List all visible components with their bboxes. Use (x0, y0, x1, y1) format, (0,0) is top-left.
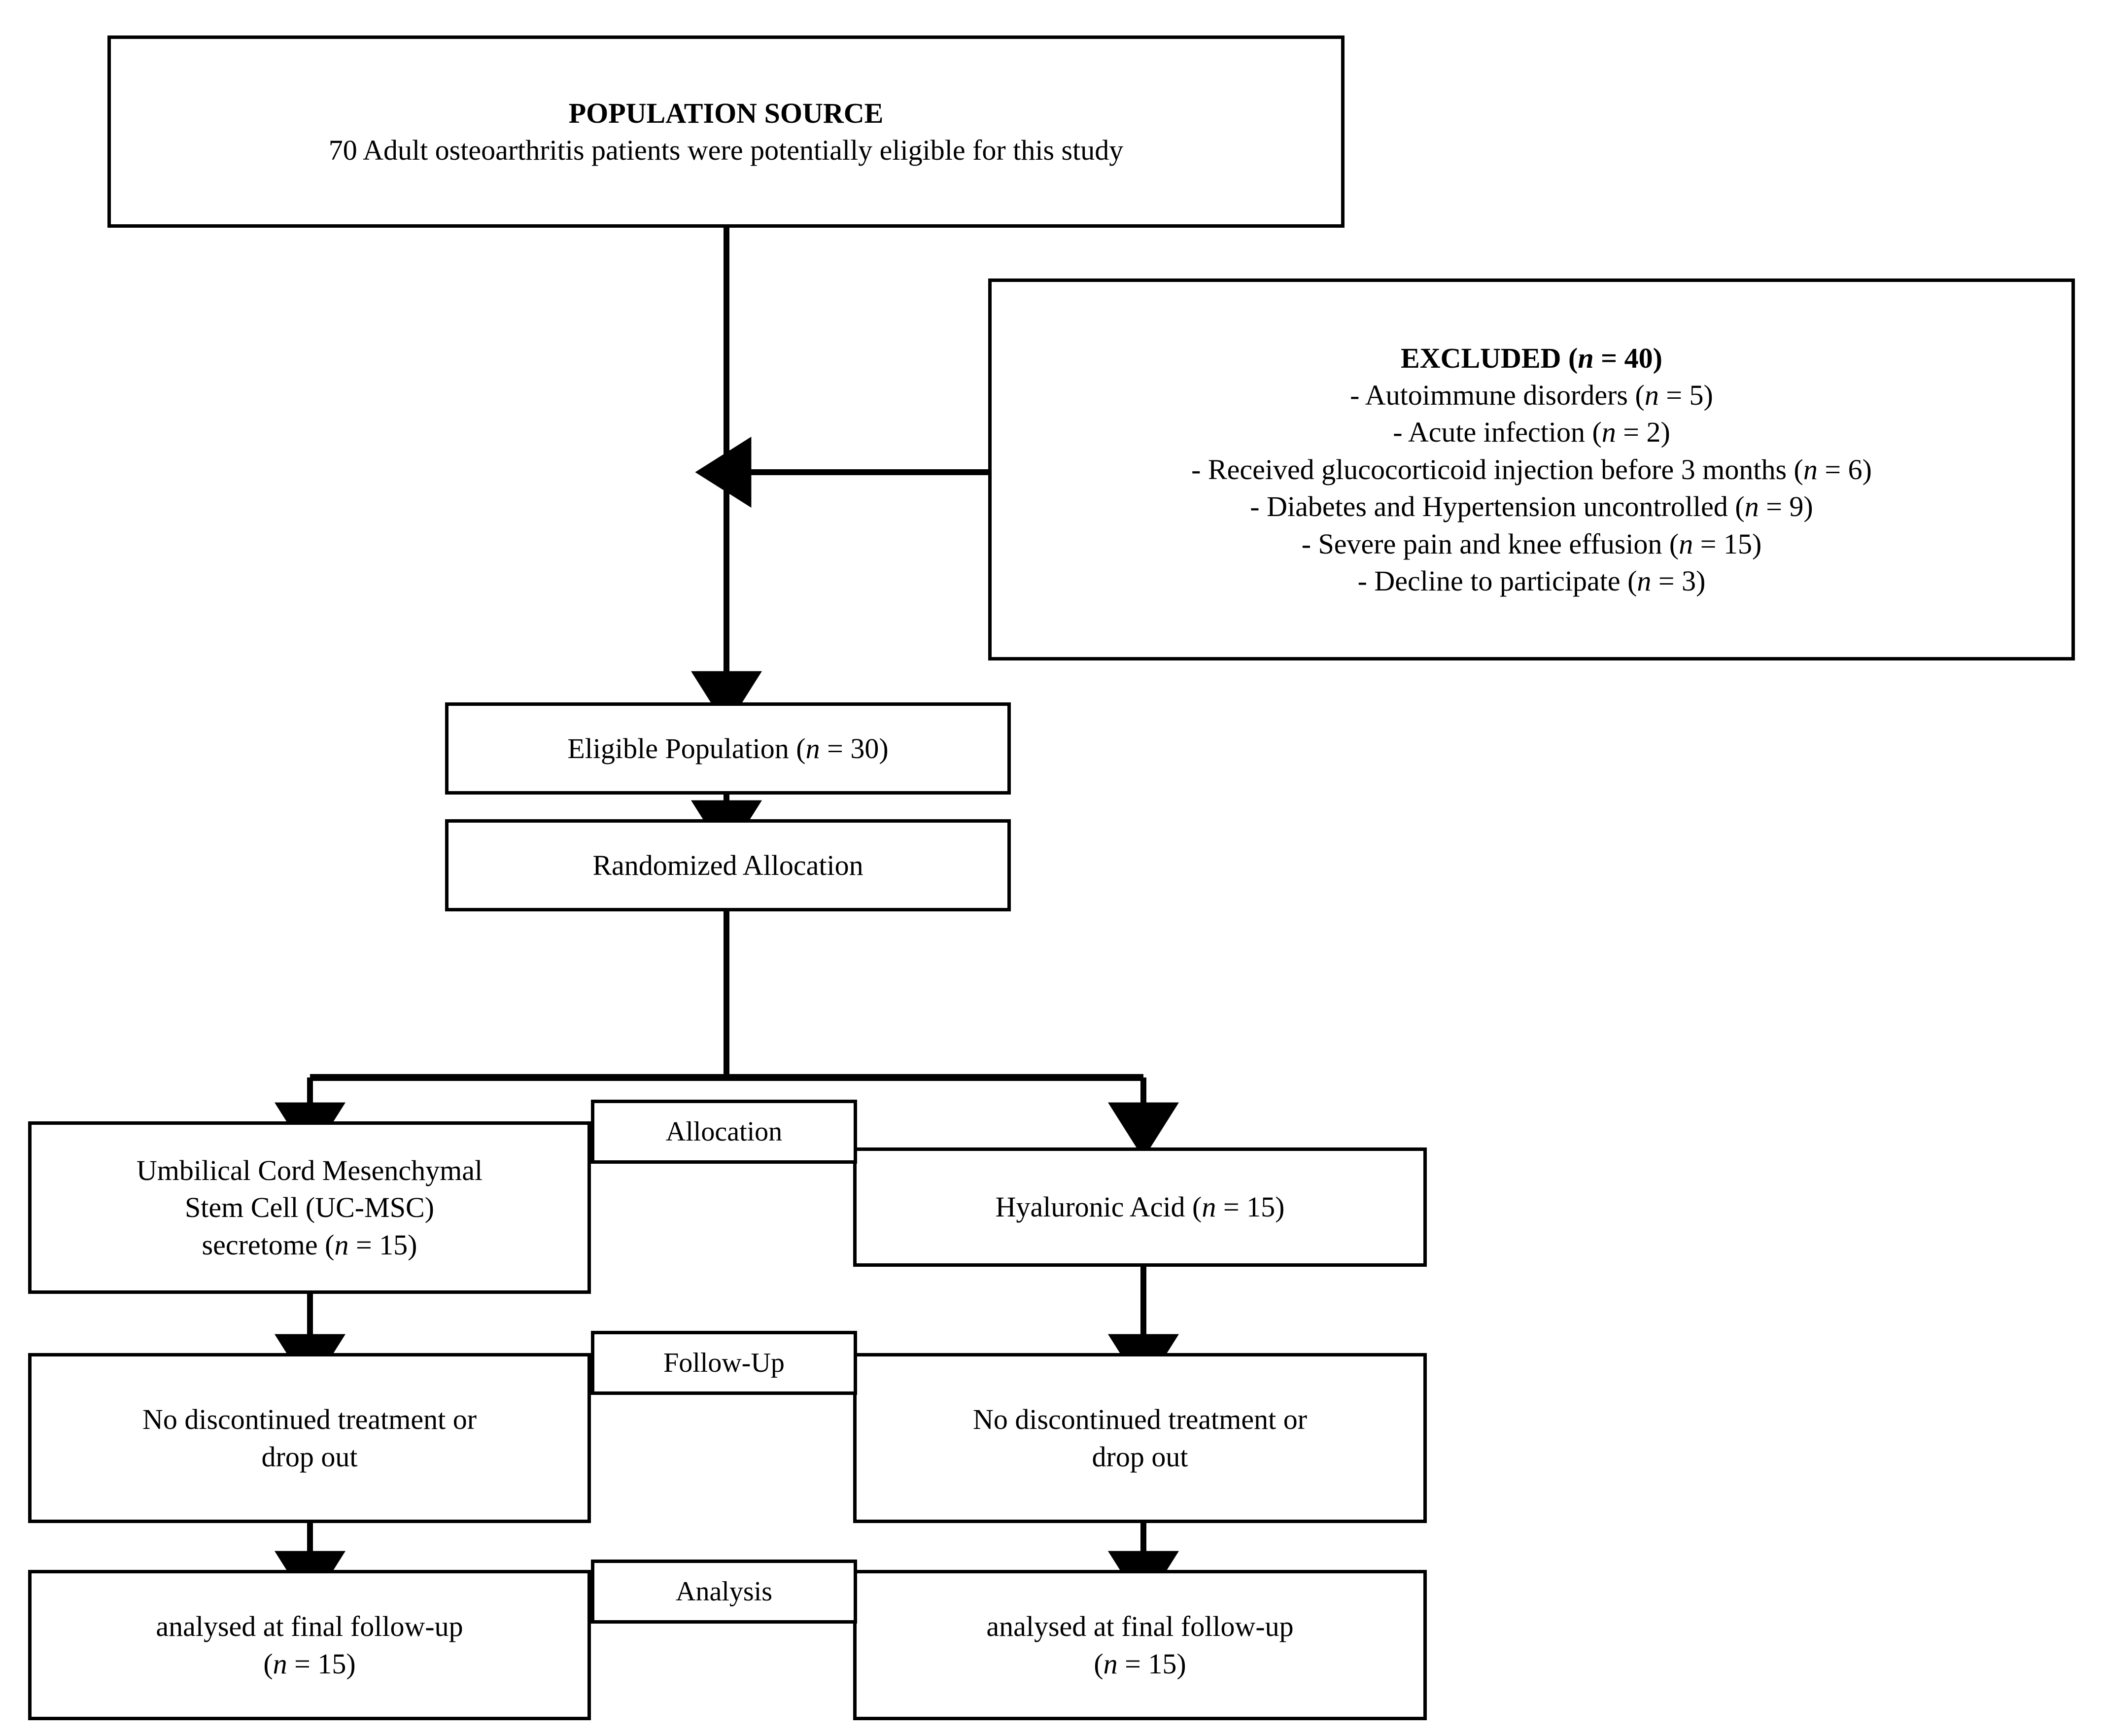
randomized-allocation-label: Randomized Allocation (592, 849, 863, 881)
left-arm-followup-box[interactable]: No discontinued treatment or drop out (28, 1353, 591, 1523)
excluded-item: - Diabetes and Hypertension uncontrolled… (1250, 490, 1813, 523)
right-arm-followup-box[interactable]: No discontinued treatment or drop out (853, 1353, 1427, 1523)
left-arm-allocation-line-1: Umbilical Cord Mesenchymal (136, 1154, 483, 1186)
population-source-body: 70 Adult osteoarthritis patients were po… (328, 134, 1124, 166)
left-arm-analysis-line-1: analysed at final follow-up (156, 1610, 463, 1643)
population-source-heading: POPULATION SOURCE (568, 97, 884, 129)
excluded-heading-prefix: EXCLUDED ( (1401, 342, 1578, 374)
excluded-item: - Autoimmune disorders (n = 5) (1350, 379, 1713, 412)
excluded-heading-n: n (1578, 342, 1594, 374)
stage-label-analysis-text: Analysis (676, 1576, 772, 1607)
eligible-population-label: Eligible Population (n = 30) (567, 732, 889, 764)
excluded-heading: EXCLUDED (n = 40) (1401, 340, 1662, 377)
right-arm-followup-line-2: drop out (1092, 1440, 1188, 1473)
left-arm-allocation-line-2: Stem Cell (UC-MSC) (185, 1191, 434, 1224)
randomized-allocation-box[interactable]: Randomized Allocation (445, 819, 1011, 911)
stage-label-allocation[interactable]: Allocation (591, 1100, 857, 1164)
stage-label-analysis[interactable]: Analysis (591, 1560, 857, 1624)
right-arm-analysis-box[interactable]: analysed at final follow-up (n = 15) (853, 1570, 1427, 1720)
stage-label-follow-up-text: Follow-Up (663, 1347, 785, 1378)
left-arm-followup-line-2: drop out (261, 1440, 358, 1473)
excluded-item: - Acute infection (n = 2) (1393, 416, 1670, 449)
excluded-item: - Severe pain and knee effusion (n = 15) (1301, 527, 1762, 560)
right-arm-allocation-line-1: Hyaluronic Acid (n = 15) (995, 1191, 1285, 1223)
left-arm-followup-line-1: No discontinued treatment or (142, 1403, 477, 1436)
stage-label-allocation-text: Allocation (665, 1116, 783, 1147)
left-arm-allocation-box[interactable]: Umbilical Cord Mesenchymal Stem Cell (UC… (28, 1121, 591, 1294)
left-arm-analysis-line-2: (n = 15) (263, 1647, 356, 1680)
stage-label-follow-up[interactable]: Follow-Up (591, 1331, 857, 1395)
left-arm-analysis-box[interactable]: analysed at final follow-up (n = 15) (28, 1570, 591, 1720)
excluded-heading-suffix: = 40) (1593, 342, 1662, 374)
excluded-box[interactable]: EXCLUDED (n = 40) - Autoimmune disorders… (988, 278, 2075, 660)
right-arm-analysis-line-1: analysed at final follow-up (986, 1610, 1294, 1643)
population-source-box[interactable]: POPULATION SOURCE 70 Adult osteoarthriti… (107, 35, 1345, 228)
right-arm-analysis-line-2: (n = 15) (1094, 1647, 1186, 1680)
right-arm-followup-line-1: No discontinued treatment or (972, 1403, 1308, 1436)
eligible-population-box[interactable]: Eligible Population (n = 30) (445, 702, 1011, 795)
excluded-item: - Received glucocorticoid injection befo… (1191, 453, 1872, 486)
left-arm-allocation-line-3: secretome (n = 15) (202, 1228, 417, 1261)
excluded-item: - Decline to participate (n = 3) (1357, 564, 1706, 597)
right-arm-allocation-box[interactable]: Hyaluronic Acid (n = 15) (853, 1147, 1427, 1267)
